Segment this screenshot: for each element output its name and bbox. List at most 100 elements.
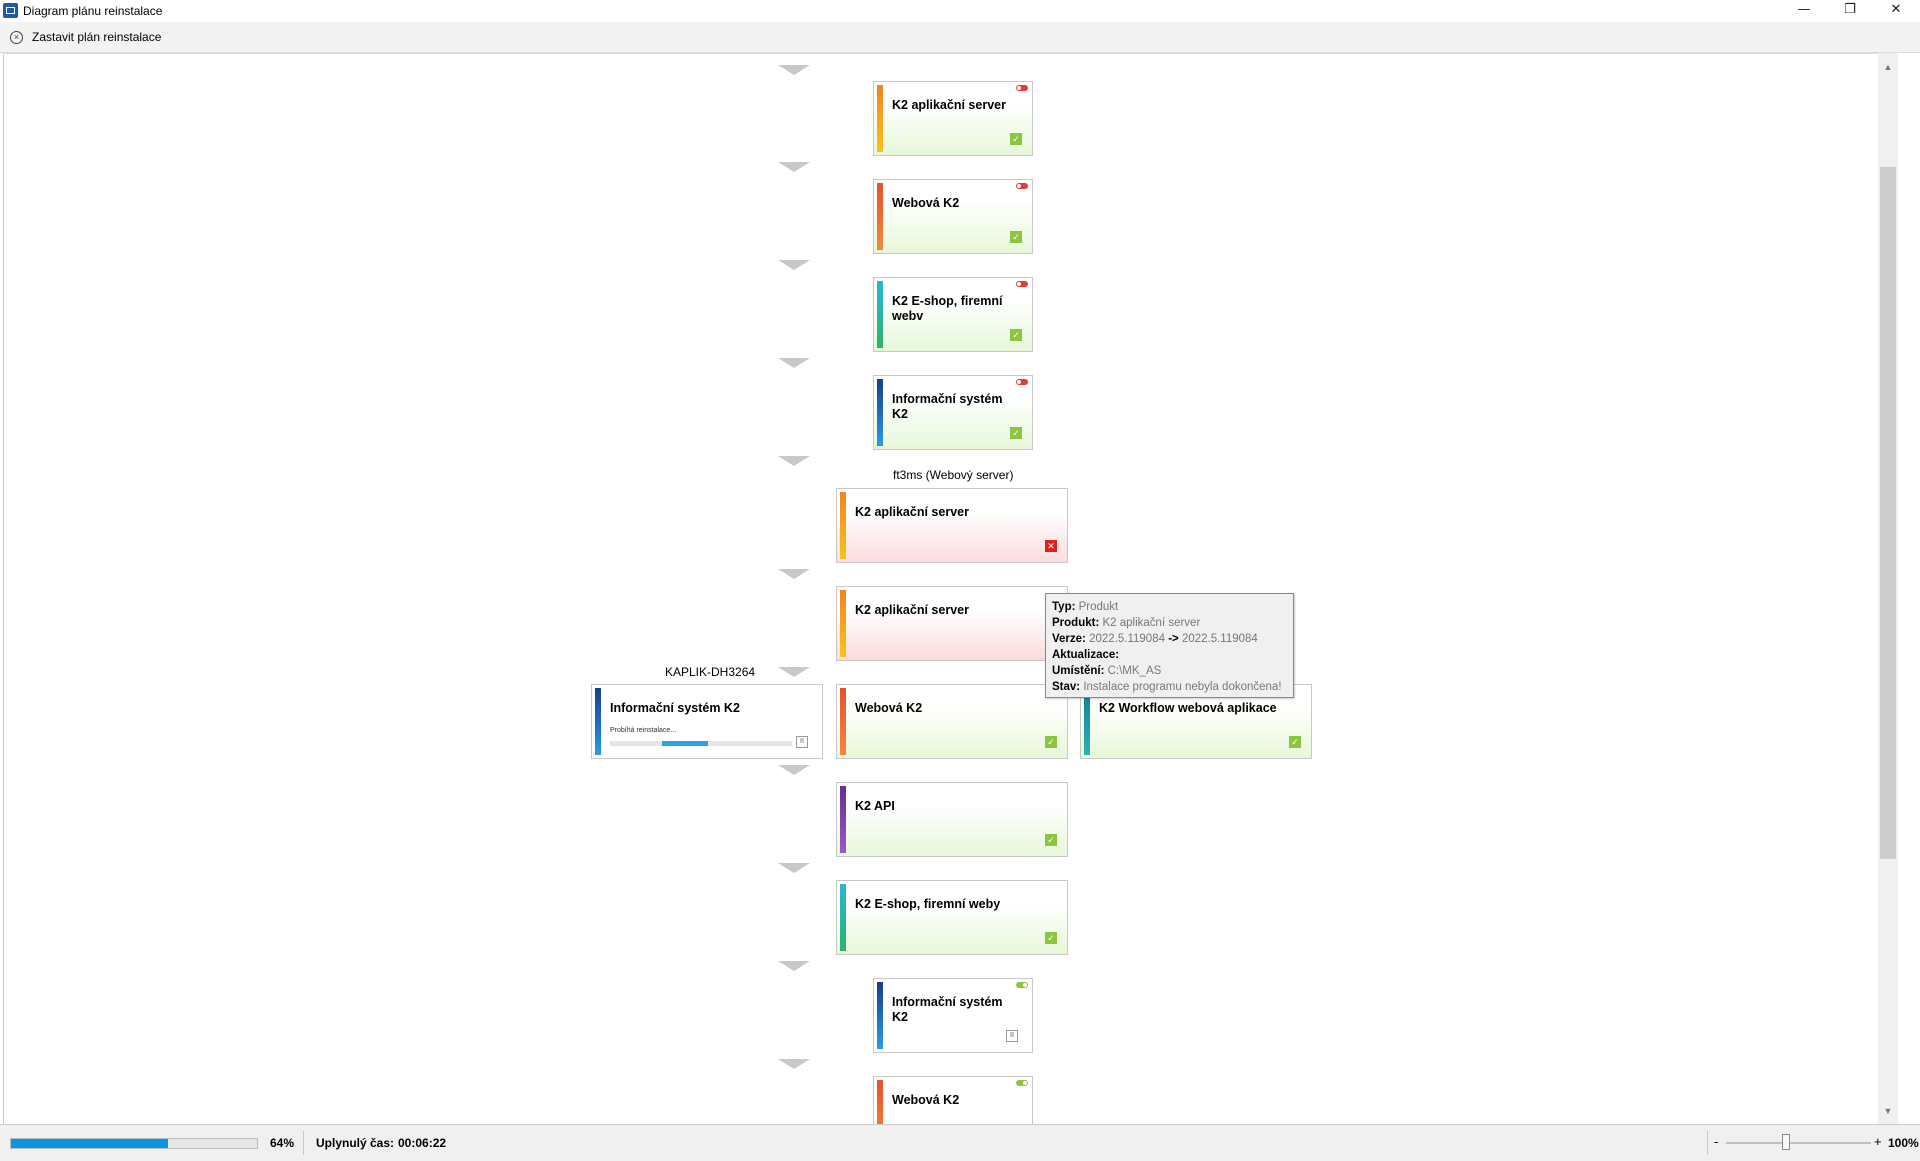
close-button[interactable]: ✕ — [1890, 2, 1902, 17]
toggle-on-icon[interactable] — [1016, 1080, 1028, 1086]
node-color-stripe — [1084, 688, 1090, 755]
node-k2-eshop[interactable]: K2 E-shop, firemní webv ✓ — [873, 277, 1033, 352]
flow-arrow — [778, 667, 810, 677]
node-k2-eshop[interactable]: K2 E-shop, firemní weby ✓ — [836, 880, 1068, 955]
node-k2-app-server-error[interactable]: K2 aplikační server ✕ — [836, 488, 1068, 563]
node-title: K2 API — [855, 799, 895, 813]
node-k2-api[interactable]: K2 API ✓ — [836, 782, 1068, 857]
node-color-stripe — [840, 688, 846, 755]
vertical-scrollbar[interactable]: ▲ ▼ — [1878, 53, 1898, 1124]
node-webova-k2[interactable]: Webová K2 ✓ — [836, 684, 1068, 759]
node-title: K2 aplikační server — [855, 505, 969, 519]
tooltip-update-label: Aktualizace: — [1052, 649, 1120, 661]
overall-progress-bar — [10, 1138, 258, 1149]
window-title: Diagram plánu reinstalace — [23, 4, 163, 18]
app-icon — [3, 3, 18, 18]
toggle-off-icon[interactable] — [1016, 183, 1028, 189]
node-title: K2 aplikační server — [855, 603, 969, 617]
zoom-level: 100% — [1888, 1136, 1919, 1150]
tooltip-product-label: Produkt: — [1052, 617, 1100, 629]
node-color-stripe — [840, 786, 846, 853]
flow-arrow — [778, 1059, 810, 1069]
node-informacni-system-paused[interactable]: Informační systém K2 II — [873, 978, 1033, 1053]
check-icon: ✓ — [1010, 133, 1022, 145]
node-informacni-system-running[interactable]: Informační systém K2 Probíhá reinstalace… — [591, 684, 823, 759]
restore-button[interactable]: ❐ — [1844, 2, 1856, 17]
node-title: K2 aplikační server — [892, 98, 1006, 112]
node-webova-k2[interactable]: Webová K2 ✓ — [873, 179, 1033, 254]
node-color-stripe — [877, 85, 883, 152]
check-icon: ✓ — [1010, 231, 1022, 243]
check-icon: ✓ — [1045, 834, 1057, 846]
node-title: Informační systém K2 — [892, 392, 1003, 421]
status-divider — [303, 1131, 304, 1155]
node-tooltip: Typ: Produkt Produkt: K2 aplikační serve… — [1045, 593, 1294, 698]
flow-arrow — [778, 863, 810, 873]
scrollbar-thumb[interactable] — [1880, 167, 1896, 859]
flow-arrow — [778, 456, 810, 466]
pause-icon[interactable]: II — [1006, 1030, 1018, 1042]
elapsed-time: 00:06:22 — [398, 1136, 447, 1150]
node-title: Informační systém K2 — [892, 995, 1003, 1024]
tooltip-location-value: C:\MK_AS — [1107, 665, 1162, 677]
check-icon: ✓ — [1045, 932, 1057, 944]
node-title: K2 E-shop, firemní weby — [855, 897, 1001, 911]
node-title: Webová K2 — [855, 701, 923, 715]
flow-arrow — [778, 765, 810, 775]
flow-arrow — [778, 260, 810, 270]
pause-icon[interactable]: II — [796, 736, 808, 748]
tooltip-version-label: Verze: — [1052, 633, 1086, 645]
elapsed-label: Uplynulý čas: — [316, 1136, 395, 1150]
node-k2-app-server-error[interactable]: K2 aplikační server ✕ — [836, 586, 1068, 661]
node-title: Webová K2 — [892, 196, 960, 210]
flow-arrow — [778, 569, 810, 579]
progress-percent: 64% — [270, 1136, 295, 1150]
flow-arrow — [778, 358, 810, 368]
group-label-ft3ms: ft3ms (Webový server) — [893, 468, 1014, 482]
tooltip-status-label: Stav: — [1052, 681, 1081, 693]
minimize-button[interactable]: — — [1797, 2, 1811, 17]
flow-arrow — [778, 961, 810, 971]
title-bar: Diagram plánu reinstalace — ❐ ✕ — [0, 0, 1920, 22]
check-icon: ✓ — [1045, 736, 1057, 748]
node-informacni-system[interactable]: Informační systém K2 ✓ — [873, 375, 1033, 450]
stop-plan-label: Zastavit plán reinstalace — [32, 30, 162, 44]
check-icon: ✓ — [1289, 736, 1301, 748]
node-title: K2 Workflow webová aplikace — [1099, 701, 1277, 715]
toggle-on-icon[interactable] — [1016, 982, 1028, 988]
tooltip-version-arrow: -> — [1168, 633, 1179, 645]
stop-plan-button[interactable]: × Zastavit plán reinstalace — [10, 28, 161, 46]
node-title: Webová K2 — [892, 1093, 960, 1107]
node-color-stripe — [877, 183, 883, 250]
zoom-slider-track[interactable] — [1726, 1142, 1871, 1144]
scroll-down-icon[interactable]: ▼ — [1883, 1106, 1893, 1116]
group-label-kaplik: KAPLIK-DH3264 — [665, 665, 756, 679]
node-progress-fill — [662, 741, 708, 746]
tooltip-type-value: Produkt — [1078, 601, 1119, 613]
tooltip-version-from: 2022.5.119084 — [1089, 633, 1165, 645]
overall-progress-fill — [11, 1139, 169, 1148]
tooltip-product-value: K2 aplikační server — [1102, 617, 1201, 629]
status-bar: 64% Uplynulý čas: 00:06:22 - + 100% — [0, 1124, 1920, 1161]
progress-text: Probíhá reinstalace... — [610, 727, 677, 734]
node-color-stripe — [840, 884, 846, 951]
tooltip-location-label: Umístění: — [1052, 665, 1105, 677]
zoom-out-button[interactable]: - — [1714, 1134, 1719, 1149]
zoom-slider-thumb[interactable] — [1782, 1134, 1790, 1150]
node-color-stripe — [877, 281, 883, 348]
node-webova-k2-pending[interactable]: Webová K2 — [873, 1076, 1033, 1125]
node-color-stripe — [877, 1080, 883, 1125]
error-icon: ✕ — [1045, 540, 1057, 552]
toggle-off-icon[interactable] — [1016, 85, 1028, 91]
toggle-off-icon[interactable] — [1016, 379, 1028, 385]
diagram-canvas[interactable]: K2 aplikační server ✓ Webová K2 ✓ K2 E-s… — [3, 53, 1879, 1125]
toggle-off-icon[interactable] — [1016, 281, 1028, 287]
node-color-stripe — [840, 590, 846, 657]
zoom-in-button[interactable]: + — [1874, 1134, 1882, 1149]
node-title: Informační systém K2 — [610, 701, 740, 715]
node-color-stripe — [877, 982, 883, 1049]
scroll-up-icon[interactable]: ▲ — [1883, 62, 1893, 72]
node-k2-app-server[interactable]: K2 aplikační server ✓ — [873, 81, 1033, 156]
status-divider — [1707, 1131, 1708, 1155]
tooltip-version-to: 2022.5.119084 — [1181, 633, 1258, 645]
